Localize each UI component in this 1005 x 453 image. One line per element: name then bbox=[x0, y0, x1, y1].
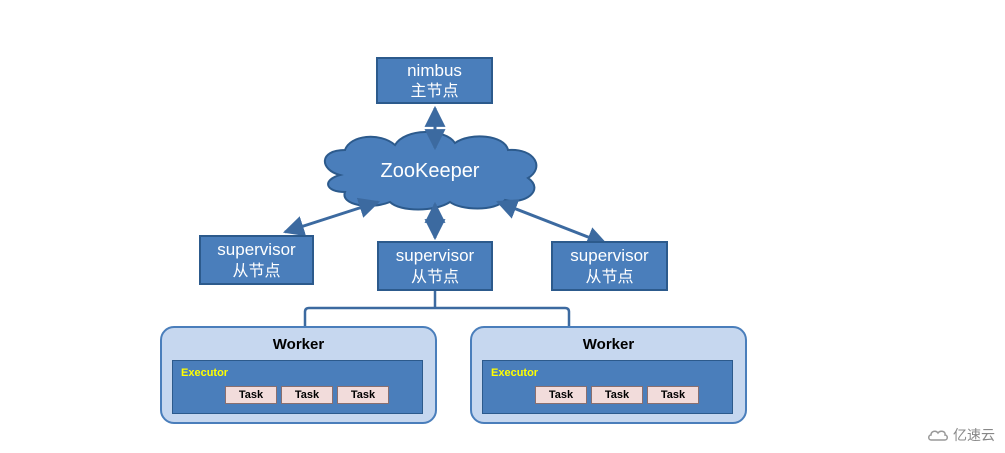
worker-title: Worker bbox=[272, 336, 325, 353]
task-box: Task bbox=[647, 386, 699, 404]
zookeeper-label: ZooKeeper bbox=[380, 160, 480, 182]
supervisor-left-role: 从节点 bbox=[232, 260, 281, 280]
supervisor-center-name: supervisor bbox=[395, 246, 475, 266]
cloud-logo-icon bbox=[928, 430, 948, 441]
task-box: Task bbox=[591, 386, 643, 404]
worker-left: Worker Executor Task Task Task bbox=[160, 326, 437, 424]
task-list: Task Task Task bbox=[225, 386, 393, 404]
supervisor-right-role: 从节点 bbox=[585, 266, 634, 286]
watermark: 亿速云 bbox=[927, 425, 995, 445]
supervisor-center-box: supervisor 从节点 bbox=[377, 241, 493, 291]
arrow-zookeeper-supervisor-left bbox=[283, 197, 380, 237]
task-box: Task bbox=[337, 386, 389, 404]
supervisor-right-name: supervisor bbox=[570, 246, 649, 266]
task-box: Task bbox=[225, 386, 277, 404]
executor-box: Executor Task Task Task bbox=[482, 360, 733, 414]
supervisor-left-box: supervisor 从节点 bbox=[199, 235, 314, 285]
worker-title: Worker bbox=[582, 336, 635, 353]
watermark-text: 亿速云 bbox=[953, 428, 995, 444]
executor-box: Executor Task Task Task bbox=[172, 360, 423, 414]
supervisor-left-name: supervisor bbox=[217, 240, 296, 260]
task-box: Task bbox=[281, 386, 333, 404]
arrow-zookeeper-supervisor-right bbox=[496, 199, 608, 247]
executor-label: Executor bbox=[491, 367, 539, 379]
nimbus-name: nimbus bbox=[407, 60, 462, 80]
executor-label: Executor bbox=[181, 367, 229, 379]
nimbus-role: 主节点 bbox=[410, 81, 459, 101]
task-list: Task Task Task bbox=[535, 386, 703, 404]
nimbus-box: nimbus 主节点 bbox=[376, 57, 493, 104]
connector-supervisor-workers bbox=[303, 290, 571, 328]
worker-right: Worker Executor Task Task Task bbox=[470, 326, 747, 424]
supervisor-right-box: supervisor 从节点 bbox=[551, 241, 668, 291]
supervisor-center-role: 从节点 bbox=[410, 266, 459, 286]
task-box: Task bbox=[535, 386, 587, 404]
